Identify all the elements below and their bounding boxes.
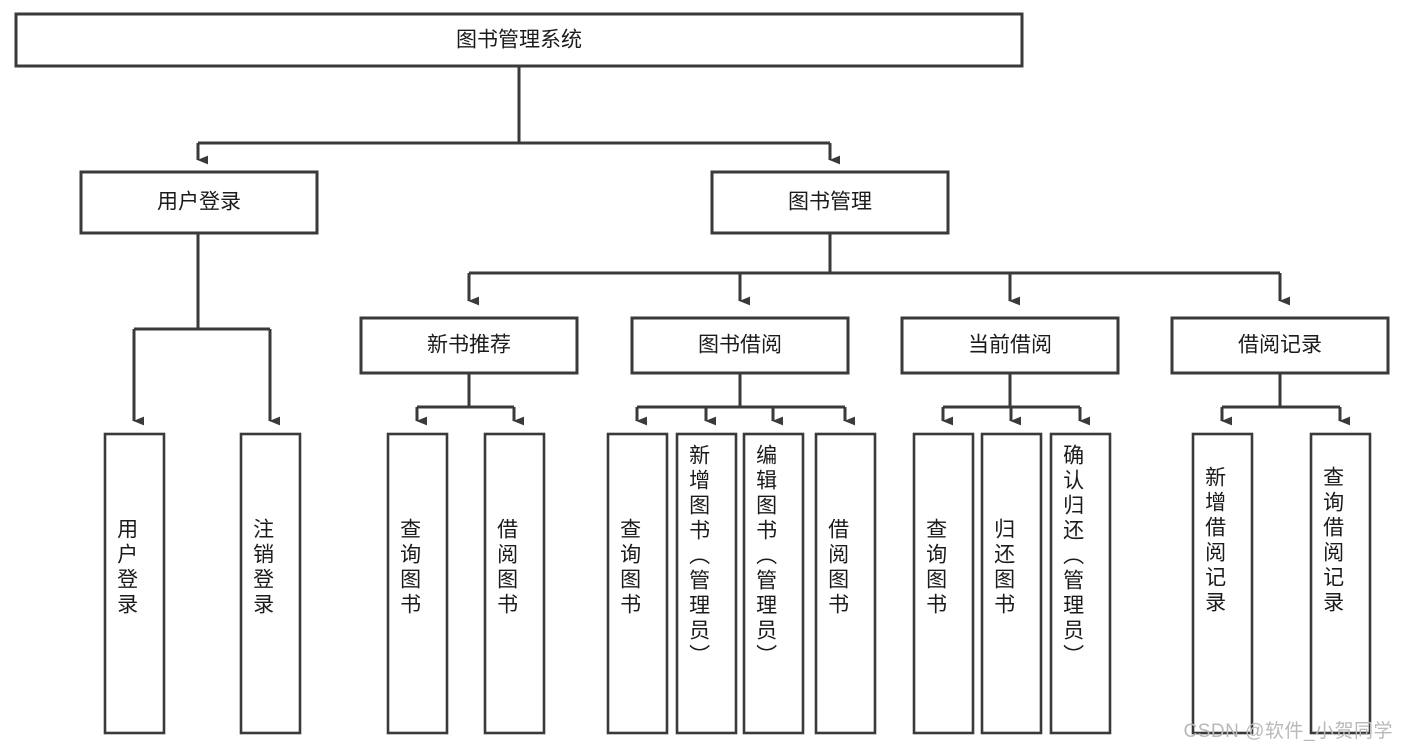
leaf-new-book-1[interactable]: 查询图书 bbox=[386, 432, 449, 735]
leaf-current-borrow-3-box[interactable] bbox=[1049, 432, 1112, 735]
leaf-book-borrow-4[interactable]: 借阅图书 bbox=[814, 432, 877, 735]
leaf-current-borrow-3-label: 确认归还（管理员） bbox=[1061, 444, 1085, 669]
node-borrow-record-box[interactable] bbox=[1170, 316, 1390, 375]
leaf-current-borrow-1-label: 查询图书 bbox=[924, 518, 948, 618]
node-user-login[interactable]: 用户登录 bbox=[79, 170, 319, 235]
node-book-borrow[interactable]: 图书借阅 bbox=[630, 316, 850, 375]
leaf-current-borrow-1[interactable]: 查询图书 bbox=[912, 432, 975, 735]
leaf-user-login-2[interactable]: 注销登录 bbox=[239, 432, 302, 735]
leaf-new-book-1-box[interactable] bbox=[386, 432, 449, 735]
leaf-borrow-record-2-box[interactable] bbox=[1309, 432, 1372, 735]
node-book-borrow-label: 图书借阅 bbox=[698, 334, 782, 357]
node-root-label: 图书管理系统 bbox=[456, 29, 582, 52]
connector-layer bbox=[132, 66, 1351, 426]
node-user-login-label: 用户登录 bbox=[157, 191, 241, 214]
node-new-book-recommend[interactable]: 新书推荐 bbox=[359, 316, 579, 375]
leaf-book-borrow-1-box[interactable] bbox=[606, 432, 669, 735]
leaf-user-login-1[interactable]: 用户登录 bbox=[103, 432, 166, 735]
node-root-box[interactable] bbox=[14, 12, 1024, 68]
node-current-borrow[interactable]: 当前借阅 bbox=[900, 316, 1120, 375]
leaf-borrow-record-1-label: 新增借阅记录 bbox=[1203, 466, 1227, 616]
leaf-book-borrow-2-label: 新增图书（管理员） bbox=[687, 444, 711, 669]
node-root[interactable]: 图书管理系统 bbox=[14, 12, 1024, 68]
leaf-book-borrow-1-label: 查询图书 bbox=[618, 518, 642, 618]
leaf-new-book-2-box[interactable] bbox=[483, 432, 546, 735]
leaf-borrow-record-1[interactable]: 新增借阅记录 bbox=[1191, 432, 1254, 735]
leaf-new-book-1-label: 查询图书 bbox=[398, 518, 422, 618]
node-book-management[interactable]: 图书管理 bbox=[710, 170, 950, 235]
node-book-management-box[interactable] bbox=[710, 170, 950, 235]
leaf-user-login-2-box[interactable] bbox=[239, 432, 302, 735]
leaf-current-borrow-1-box[interactable] bbox=[912, 432, 975, 735]
leaf-current-borrow-2[interactable]: 归还图书 bbox=[980, 432, 1043, 735]
leaf-borrow-record-1-box[interactable] bbox=[1191, 432, 1254, 735]
node-borrow-record-label: 借阅记录 bbox=[1238, 334, 1322, 357]
leaf-book-borrow-4-box[interactable] bbox=[814, 432, 877, 735]
leaf-book-borrow-2[interactable]: 新增图书（管理员） bbox=[675, 432, 738, 735]
node-current-borrow-label: 当前借阅 bbox=[968, 334, 1052, 357]
leaf-borrow-record-2-label: 查询借阅记录 bbox=[1321, 466, 1345, 616]
node-current-borrow-box[interactable] bbox=[900, 316, 1120, 375]
node-user-login-box[interactable] bbox=[79, 170, 319, 235]
node-book-management-label: 图书管理 bbox=[788, 191, 872, 214]
leaf-new-book-2-label: 借阅图书 bbox=[495, 518, 519, 618]
leaf-current-borrow-2-box[interactable] bbox=[980, 432, 1043, 735]
node-new-book-recommend-label: 新书推荐 bbox=[427, 334, 511, 357]
leaf-book-borrow-3-box[interactable] bbox=[742, 432, 805, 735]
leaf-book-borrow-1[interactable]: 查询图书 bbox=[606, 432, 669, 735]
leaf-user-login-1-label: 用户登录 bbox=[115, 518, 139, 618]
node-borrow-record[interactable]: 借阅记录 bbox=[1170, 316, 1390, 375]
leaf-book-borrow-4-label: 借阅图书 bbox=[826, 518, 850, 618]
node-book-borrow-box[interactable] bbox=[630, 316, 850, 375]
leaf-current-borrow-2-label: 归还图书 bbox=[992, 518, 1016, 618]
leaf-user-login-2-label: 注销登录 bbox=[251, 518, 275, 618]
leaf-borrow-record-2[interactable]: 查询借阅记录 bbox=[1309, 432, 1372, 735]
leaf-new-book-2[interactable]: 借阅图书 bbox=[483, 432, 546, 735]
leaf-current-borrow-3[interactable]: 确认归还（管理员） bbox=[1049, 432, 1112, 735]
leaf-book-borrow-3[interactable]: 编辑图书（管理员） bbox=[742, 432, 805, 735]
leaf-book-borrow-3-label: 编辑图书（管理员） bbox=[754, 444, 778, 669]
node-new-book-recommend-box[interactable] bbox=[359, 316, 579, 375]
leaf-user-login-1-box[interactable] bbox=[103, 432, 166, 735]
leaf-book-borrow-2-box[interactable] bbox=[675, 432, 738, 735]
